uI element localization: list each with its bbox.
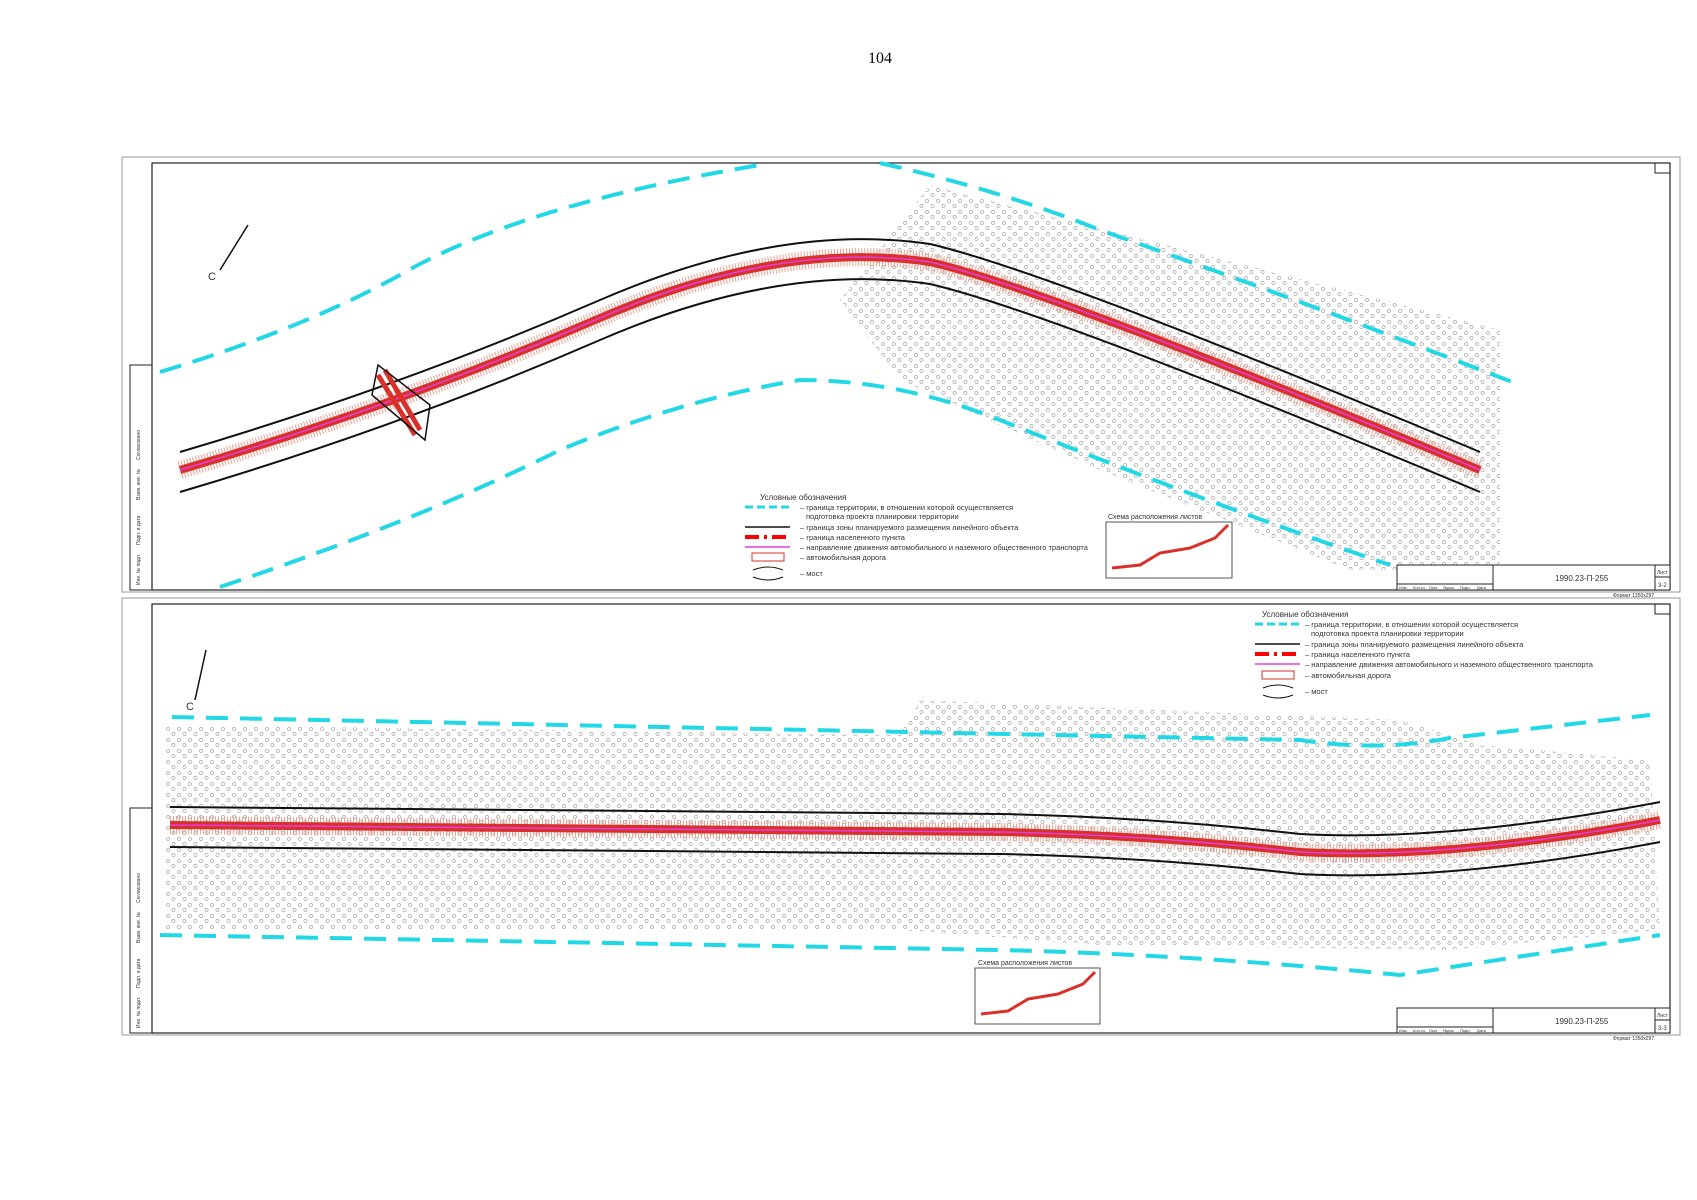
side-stamp: Согласовано Взам. инв. № Подп. и дата Ин…	[129, 364, 153, 591]
svg-text:Инв. № подл.: Инв. № подл.	[136, 554, 142, 585]
svg-text:– граница зоны планируемого ра: – граница зоны планируемого размещения л…	[1305, 640, 1524, 649]
svg-text:– направление движения автомоб: – направление движения автомобильного и …	[800, 543, 1089, 552]
svg-text:подготовка проекта планировки: подготовка проекта планировки территории	[806, 512, 959, 521]
svg-text:1990.23-П-255: 1990.23-П-255	[1555, 1017, 1609, 1026]
road-alignment	[177, 238, 1484, 493]
svg-text:– мост: – мост	[1305, 687, 1328, 696]
svg-text:– автомобильная дорога: – автомобильная дорога	[800, 553, 887, 562]
svg-text:Подп. и дата: Подп. и дата	[136, 958, 142, 988]
svg-text:Условные обозначения: Условные обозначения	[1262, 610, 1348, 619]
svg-text:С: С	[186, 701, 194, 713]
svg-text:подготовка проекта планировки: подготовка проекта планировки территории	[1311, 629, 1464, 638]
svg-text:Кол.уч.: Кол.уч.	[1413, 1028, 1426, 1033]
svg-text:– граница территории, в отноше: – граница территории, в отношении которо…	[1305, 620, 1518, 629]
sheet-2: С Условные обозначения – граница террито…	[121, 597, 1681, 1042]
svg-text:– граница территории, в отноше: – граница территории, в отношении которо…	[800, 503, 1013, 512]
svg-text:Согласовано: Согласовано	[136, 430, 142, 460]
svg-text:– мост: – мост	[800, 569, 823, 578]
svg-text:Лист: Лист	[1657, 570, 1669, 576]
svg-text:Условные обозначения: Условные обозначения	[760, 493, 846, 502]
svg-text:Формат 1350x297: Формат 1350x297	[1613, 593, 1654, 599]
svg-text:Схема расположения листов: Схема расположения листов	[978, 960, 1072, 967]
sheet-border	[121, 156, 1681, 593]
svg-text:Кол.уч.: Кол.уч.	[1413, 585, 1426, 590]
svg-text:Лист: Лист	[1429, 1028, 1438, 1033]
territory-boundary	[159, 161, 1521, 589]
legend: Условные обозначения – граница территори…	[1255, 610, 1594, 699]
svg-text:– граница зоны планируемого ра: – граница зоны планируемого размещения л…	[800, 523, 1019, 532]
svg-text:Изм.: Изм.	[1399, 585, 1408, 590]
svg-text:№док.: №док.	[1443, 1028, 1455, 1033]
svg-text:Схема расположения листов: Схема расположения листов	[1108, 514, 1202, 521]
svg-text:3-3: 3-3	[1658, 1026, 1667, 1032]
svg-text:– граница населенного пункта: – граница населенного пункта	[800, 533, 906, 542]
svg-text:Дата: Дата	[1477, 1028, 1487, 1033]
svg-text:Формат 1350x297: Формат 1350x297	[1613, 1036, 1654, 1042]
svg-text:– автомобильная дорога: – автомобильная дорога	[1305, 671, 1392, 680]
svg-text:Взам. инв. №: Взам. инв. №	[136, 469, 142, 500]
svg-text:Изм.: Изм.	[1399, 1028, 1408, 1033]
title-block: 1990.23-П-255 Лист 3-2 Формат 1350x297 И…	[1396, 564, 1671, 599]
svg-text:Согласовано: Согласовано	[136, 873, 142, 903]
page-number: 104	[868, 50, 892, 67]
svg-text:– направление движения автомоб: – направление движения автомобильного и …	[1305, 660, 1594, 669]
svg-text:Подп.: Подп.	[1460, 1028, 1471, 1033]
territory-boundary	[159, 713, 1661, 978]
svg-text:Дата: Дата	[1477, 585, 1487, 590]
title-block: 1990.23-П-255 Лист 3-3 Формат 1350x297 И…	[1396, 1007, 1671, 1042]
sheet-1: С Условные обозначения – граница террито…	[121, 156, 1681, 599]
sheet-layout-scheme: Схема расположения листов	[974, 960, 1101, 1025]
side-stamp: Согласовано Взам. инв. № Подп. и дата Ин…	[129, 807, 153, 1034]
sheet-layout-scheme: Схема расположения листов	[1105, 514, 1233, 579]
svg-text:– граница населенного пункта: – граница населенного пункта	[1305, 650, 1411, 659]
vegetation-area	[165, 700, 1660, 950]
svg-text:Инв. № подл.: Инв. № подл.	[136, 997, 142, 1028]
svg-text:Лист: Лист	[1429, 585, 1438, 590]
north-arrow: С	[186, 649, 207, 713]
sheet-border	[121, 597, 1681, 1036]
svg-text:С: С	[208, 271, 216, 283]
svg-text:1990.23-П-255: 1990.23-П-255	[1555, 574, 1609, 583]
svg-text:Подп.: Подп.	[1460, 585, 1471, 590]
road-alignment	[169, 801, 1662, 877]
svg-text:№док.: №док.	[1443, 585, 1455, 590]
svg-text:Лист: Лист	[1657, 1013, 1669, 1019]
svg-text:3-2: 3-2	[1658, 583, 1667, 589]
svg-text:Взам. инв. №: Взам. инв. №	[136, 912, 142, 943]
legend: Условные обозначения – граница территори…	[745, 493, 1089, 581]
north-arrow: С	[208, 224, 249, 283]
svg-text:Подп. и дата: Подп. и дата	[136, 515, 142, 545]
